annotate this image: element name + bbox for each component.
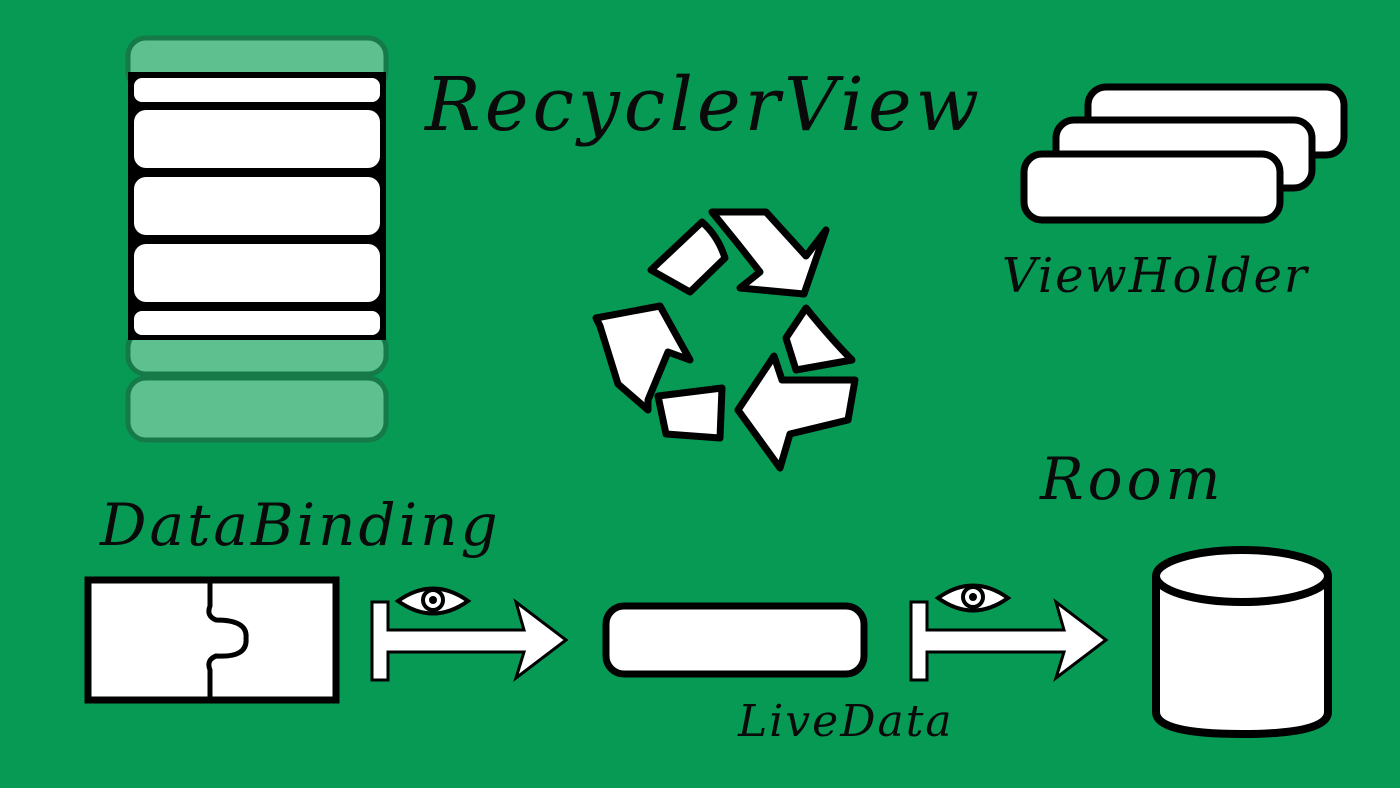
eye-icon — [394, 586, 472, 616]
room-label: Room — [1040, 445, 1225, 513]
arrow-icon — [909, 598, 1109, 683]
database-icon — [1152, 546, 1332, 739]
viewholder-label: ViewHolder — [1002, 248, 1309, 304]
databinding-label: DataBinding — [100, 491, 501, 559]
eye-icon — [934, 583, 1012, 613]
list-icon — [125, 35, 389, 443]
stacked-cards-icon — [1020, 83, 1348, 224]
recyclerview-label: RecyclerView — [425, 62, 983, 148]
livedata-box-icon — [602, 602, 868, 678]
puzzle-icon — [84, 576, 340, 704]
arrow-icon — [370, 598, 569, 683]
recycle-icon — [592, 208, 859, 472]
livedata-label: LiveData — [738, 696, 954, 747]
